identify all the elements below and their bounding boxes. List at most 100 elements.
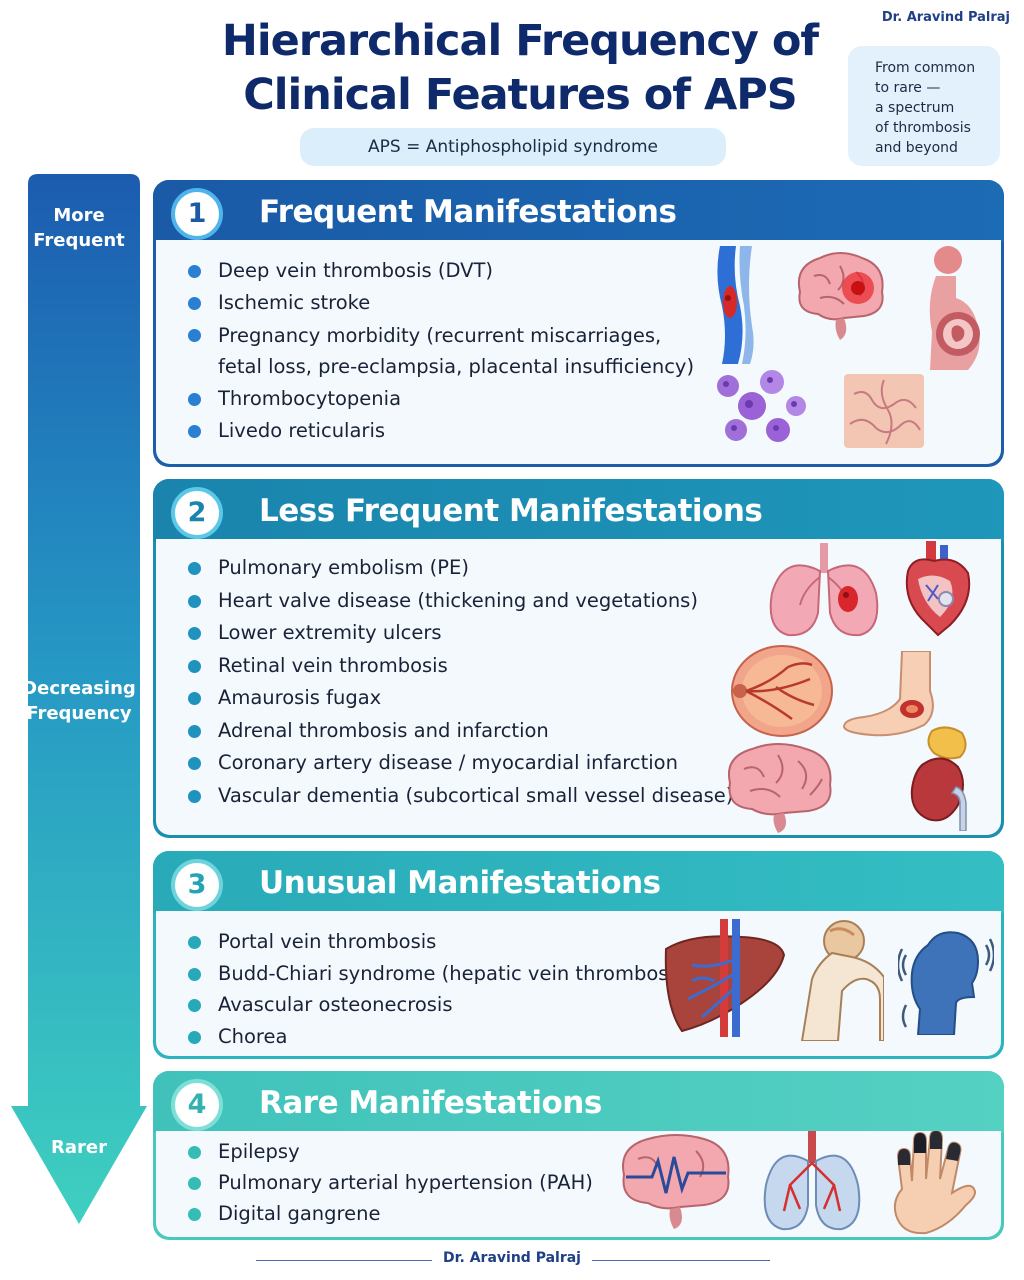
bullet-dot — [188, 757, 201, 770]
brain-icon — [728, 743, 832, 833]
tier-number: 4 — [171, 1079, 223, 1131]
list-item: Pregnancy morbidity (recurrent miscarria… — [186, 320, 694, 384]
bullet-dot — [188, 789, 201, 803]
foot-ulcer-icon — [842, 651, 934, 737]
list-item: Pulmonary embolism (PE) — [186, 553, 733, 586]
bullet-dot — [188, 425, 201, 438]
list-item: Pulmonary arterial hypertension (PAH) — [186, 1168, 593, 1199]
list-item: Thrombocytopenia — [186, 384, 694, 416]
kidney-adrenal-icon — [910, 726, 967, 831]
tier-rare: 4 Rare Manifestations Epilepsy Pulmonary… — [153, 1071, 1004, 1240]
list-item: Livedo reticularis — [186, 416, 694, 448]
tier-unusual: 3 Unusual Manifestations Portal vein thr… — [153, 851, 1004, 1059]
item-text: Avascular osteonecrosis — [218, 993, 453, 1016]
tier-title: Rare Manifestations — [259, 1085, 602, 1121]
note-box: From common to rare — a spectrum of thro… — [848, 46, 1000, 166]
note-line: of thrombosis — [875, 120, 971, 136]
list-item: Portal vein thrombosis — [186, 927, 692, 959]
list-item: Amaurosis fugax — [186, 683, 733, 716]
item-text-continued: fetal loss, pre-eclampsia, placental ins… — [218, 355, 695, 378]
item-text: Amaurosis fugax — [218, 686, 382, 709]
bullet-dot — [188, 627, 201, 640]
bullet-dot — [188, 1177, 201, 1190]
item-text: Budd-Chiari syndrome (hepatic vein throm… — [218, 961, 692, 985]
bullet-dot — [188, 936, 201, 949]
tier-body: Epilepsy Pulmonary arterial hypertension… — [156, 1131, 1001, 1237]
tier-frequent: 1 Frequent Manifestations Deep vein thro… — [153, 180, 1004, 467]
platelets-icon — [717, 370, 806, 442]
list-item: Coronary artery disease / myocardial inf… — [186, 748, 733, 781]
footer-rule-right — [592, 1260, 770, 1261]
tier-body: Pulmonary embolism (PE) Heart valve dise… — [156, 539, 1001, 835]
tier-title: Frequent Manifestations — [259, 194, 677, 230]
bullet-dot — [188, 724, 201, 738]
item-text: Adrenal thrombosis and infarction — [218, 718, 549, 742]
list-item: Avascular osteonecrosis — [186, 990, 692, 1022]
gangrene-hand-icon — [893, 1131, 976, 1235]
item-text: Deep vein thrombosis (DVT) — [218, 259, 493, 282]
item-text: Thrombocytopenia — [218, 387, 402, 410]
footer: Dr. Aravind Palraj — [0, 1248, 1024, 1272]
item-text: Heart valve disease (thickening and vege… — [218, 588, 698, 612]
retina-icon — [731, 645, 833, 737]
manifestation-list: Portal vein thrombosis Budd-Chiari syndr… — [186, 927, 692, 1053]
page-title: Hierarchical Frequency of Clinical Featu… — [160, 14, 880, 122]
list-item: Epilepsy — [186, 1137, 593, 1168]
arrow-label-middle-line: Decreasing — [22, 678, 136, 699]
author-top: Dr. Aravind Palraj — [881, 10, 1010, 25]
bullet-dot — [188, 1208, 201, 1221]
tier-body: Portal vein thrombosis Budd-Chiari syndr… — [156, 911, 1001, 1056]
note-line: From common — [875, 60, 976, 76]
bullet-dot — [188, 393, 201, 406]
bullet-dot — [188, 659, 201, 673]
manifestation-list: Deep vein thrombosis (DVT) Ischemic stro… — [186, 256, 694, 448]
vein-clot-icon — [717, 246, 754, 364]
list-item: Deep vein thrombosis (DVT) — [186, 256, 694, 288]
liver-icon — [664, 919, 786, 1037]
footer-author: Dr. Aravind Palraj — [443, 1250, 581, 1266]
item-text: Coronary artery disease / myocardial inf… — [218, 751, 678, 774]
item-text: Digital gangrene — [218, 1202, 381, 1225]
arrow-label-top-line: Frequent — [33, 230, 125, 251]
livedo-skin-icon — [844, 374, 924, 448]
tier-body: Deep vein thrombosis (DVT) Ischemic stro… — [156, 240, 1001, 464]
bullet-dot — [188, 594, 201, 608]
item-text: Pulmonary arterial hypertension (PAH) — [218, 1171, 593, 1194]
item-text: Retinal vein thrombosis — [218, 653, 448, 677]
item-text: Pregnancy morbidity (recurrent miscarria… — [218, 324, 662, 347]
item-text: Lower extremity ulcers — [218, 621, 442, 644]
manifestation-list: Pulmonary embolism (PE) Heart valve dise… — [186, 553, 733, 813]
title-line-2: Clinical Features of APS — [243, 70, 798, 120]
arrow-label-bottom: Rarer — [51, 1137, 107, 1158]
tier-title: Less Frequent Manifestations — [259, 493, 763, 529]
tier-header: 1 Frequent Manifestations — [153, 180, 1004, 242]
tier-header: 3 Unusual Manifestations — [153, 851, 1004, 913]
list-item: Heart valve disease (thickening and vege… — [186, 586, 733, 619]
bullet-dot — [188, 1030, 201, 1044]
arrow-label-middle: Decreasing Frequency — [14, 676, 144, 726]
item-text: Ischemic stroke — [218, 291, 371, 314]
tier-header: 4 Rare Manifestations — [153, 1071, 1004, 1133]
bullet-dot — [188, 692, 201, 705]
tier-less-frequent: 2 Less Frequent Manifestations Pulmonary… — [153, 479, 1004, 838]
tier-number: 1 — [171, 188, 223, 240]
femur-bone-icon — [800, 920, 884, 1041]
bullet-dot — [188, 562, 201, 575]
tier-header: 2 Less Frequent Manifestations — [153, 479, 1004, 541]
bullet-dot — [188, 297, 201, 310]
list-item: Vascular dementia (subcortical small ves… — [186, 781, 733, 814]
manifestation-list: Epilepsy Pulmonary arterial hypertension… — [186, 1137, 593, 1230]
tier-number: 2 — [171, 487, 223, 539]
title-line-1: Hierarchical Frequency of — [221, 16, 819, 66]
arrow-label-top: More Frequent — [14, 203, 144, 253]
tier-number: 3 — [171, 859, 223, 911]
list-item: Budd-Chiari syndrome (hepatic vein throm… — [186, 959, 692, 991]
brain-eeg-icon — [622, 1134, 730, 1229]
list-item: Adrenal thrombosis and infarction — [186, 716, 733, 749]
lungs-icon — [763, 1131, 861, 1231]
item-text: Vascular dementia (subcortical small ves… — [218, 783, 734, 807]
arrow-label-middle-line: Frequency — [26, 703, 132, 724]
list-item: Chorea — [186, 1022, 692, 1054]
item-text: Epilepsy — [218, 1140, 300, 1163]
bullet-dot — [188, 265, 201, 278]
